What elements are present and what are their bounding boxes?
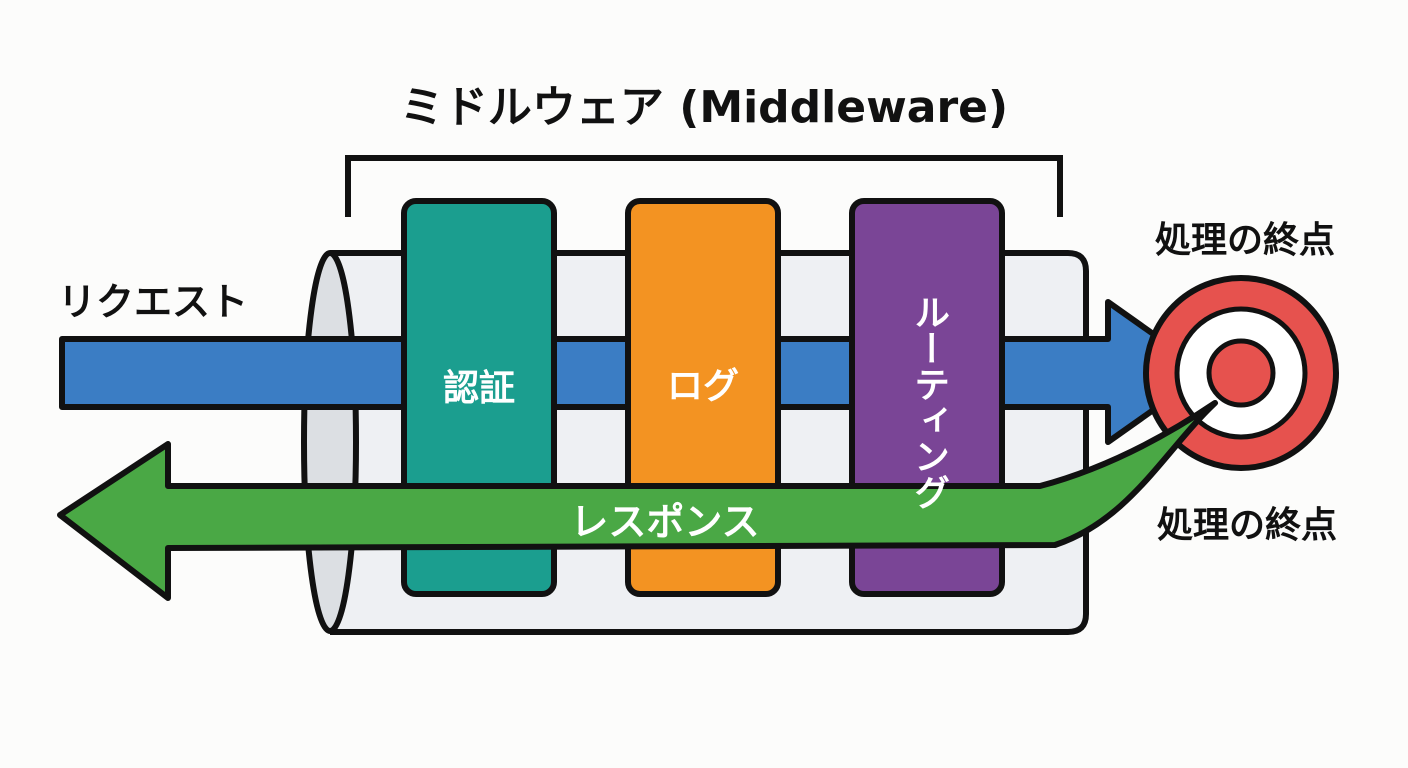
stage-label-routing: ルーティング	[908, 294, 949, 510]
diagram-title: ミドルウェア (Middleware)	[400, 82, 1008, 133]
response-arrow	[57, 400, 1218, 601]
endpoint-label-top: 処理の終点	[1155, 220, 1335, 261]
middleware-bracket	[345, 155, 1063, 217]
pipe-opening	[301, 250, 359, 634]
endpoint-label-bottom: 処理の終点	[1157, 505, 1337, 546]
stage-label-auth: 認証	[443, 368, 515, 409]
stage-label-log: ログ	[667, 366, 739, 407]
response-label: レスポンス	[570, 500, 759, 544]
request-label: リクエスト	[58, 280, 248, 324]
